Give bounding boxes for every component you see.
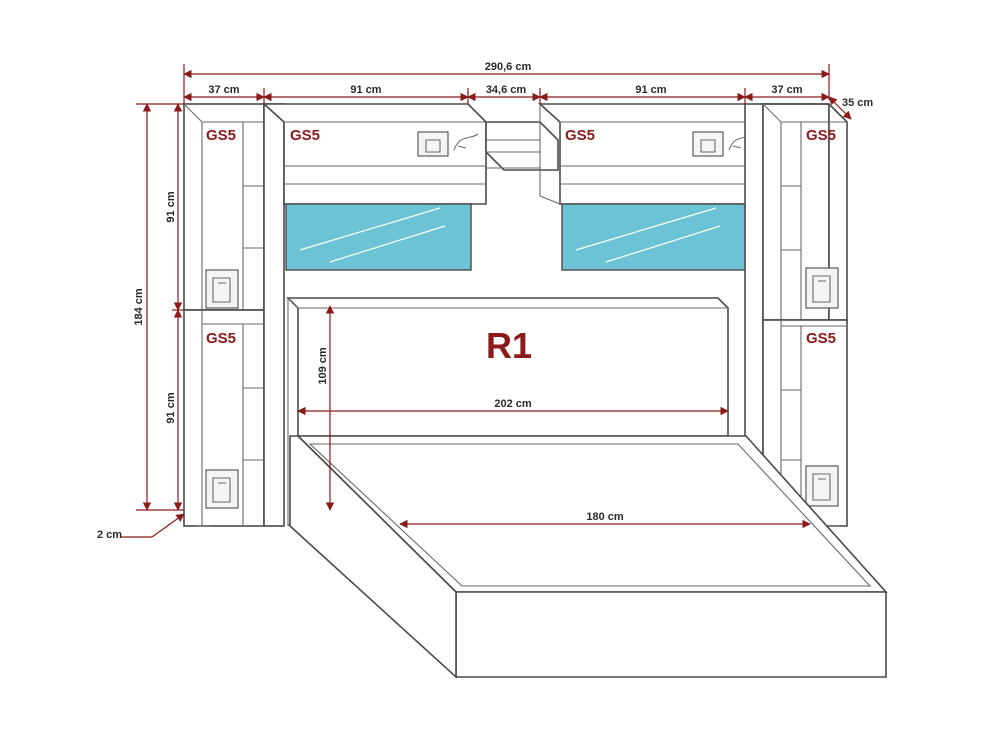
headboard-width-label: 202 cm xyxy=(494,398,532,410)
gs5-label-left-top: GS5 xyxy=(206,127,236,144)
dim-column-heights: 91 cm 91 cm xyxy=(165,103,184,511)
total-width-label: 290,6 cm xyxy=(485,61,532,73)
headboard-height-label: 109 cm xyxy=(317,347,329,385)
dim-mattress-width: 180 cm xyxy=(399,511,811,529)
music-note-icon xyxy=(453,133,479,151)
left-wall-unit xyxy=(261,103,487,271)
gs5-label-right-wall: GS5 xyxy=(565,127,595,144)
left-glass-panel xyxy=(285,203,472,271)
right-glass-panel xyxy=(561,203,747,271)
dim-headboard-width: 202 cm xyxy=(297,398,729,416)
right-column-width-label: 37 cm xyxy=(771,84,802,96)
left-column-lower xyxy=(183,309,276,527)
right-side-panel xyxy=(744,103,764,471)
right-column-upper xyxy=(762,103,848,321)
left-wall-unit-width-label: 91 cm xyxy=(350,84,381,96)
dim-foot: 2 cm xyxy=(97,513,185,541)
left-column-width-label: 37 cm xyxy=(208,84,239,96)
bed-code-label: R1 xyxy=(486,325,532,366)
dim-depth: 35 cm xyxy=(828,96,873,120)
gap-width-label: 34,6 cm xyxy=(486,84,527,96)
left-side-panel xyxy=(263,103,285,527)
right-wall-unit-width-label: 91 cm xyxy=(635,84,666,96)
gs5-label-right-top: GS5 xyxy=(806,127,836,144)
right-wall-unit xyxy=(537,103,764,271)
foot-height-label: 2 cm xyxy=(97,529,122,541)
lower-column-height-label: 91 cm xyxy=(165,392,177,423)
left-column-upper xyxy=(183,103,265,311)
upper-column-height-label: 91 cm xyxy=(165,191,177,222)
gs5-label-right-bottom: GS5 xyxy=(806,330,836,347)
dim-total-height: 184 cm xyxy=(133,103,184,511)
dim-segments: 37 cm 91 cm 34,6 cm 91 cm 37 cm xyxy=(183,84,830,104)
niche-icon xyxy=(805,465,839,507)
niche-icon xyxy=(805,267,839,309)
depth-label: 35 cm xyxy=(842,97,873,109)
gs5-label-left-bottom: GS5 xyxy=(206,330,236,347)
total-height-label: 184 cm xyxy=(133,288,145,326)
mattress-width-label: 180 cm xyxy=(586,511,624,523)
center-shelf xyxy=(485,121,559,171)
gs5-label-left-wall: GS5 xyxy=(290,127,320,144)
